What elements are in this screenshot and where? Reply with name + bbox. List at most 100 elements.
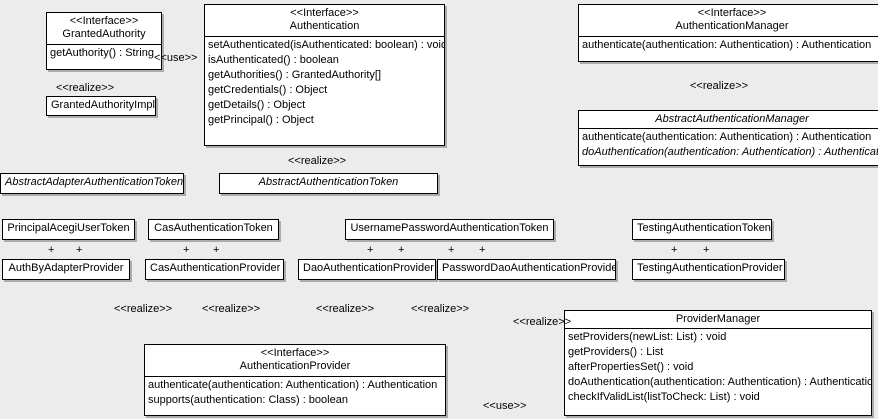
class-authentication-manager[interactable]: <<Interface>> AuthenticationManager auth… (578, 4, 878, 62)
class-password-dao-authentication-provider[interactable]: PasswordDaoAuthenticationProvider (437, 259, 616, 280)
class-header: PrincipalAcegiUserToken (3, 220, 134, 237)
edge-label-realize-password-dao-provider: <<realize>> (411, 303, 470, 315)
association-marker-plus: + (367, 244, 374, 256)
class-name: UsernamePasswordAuthenticationToken (350, 222, 549, 234)
association-marker-plus: + (48, 244, 55, 256)
stereotype-label: <<Interface>> (290, 7, 359, 19)
operation: checkIfValidList(listToCheck: List) : vo… (568, 391, 760, 403)
class-header: UsernamePasswordAuthenticationToken (346, 220, 553, 237)
class-name: TestingAuthenticationProvider (637, 262, 783, 274)
class-name: TestingAuthenticationToken (637, 222, 771, 234)
stereotype-label: <<Interface>> (69, 15, 139, 27)
class-testing-authentication-provider[interactable]: TestingAuthenticationProvider (632, 259, 785, 280)
class-header: <<Interface>> AuthenticationManager (579, 5, 878, 36)
operations-compartment: authenticate(authentication: Authenticat… (579, 36, 878, 55)
operation: authenticate(authentication: Authenticat… (148, 379, 438, 391)
class-abstract-authentication-manager[interactable]: AbstractAuthenticationManager authentica… (578, 110, 878, 166)
class-auth-by-adapter-provider[interactable]: AuthByAdapterProvider (2, 259, 130, 280)
class-principal-acegi-user-token[interactable]: PrincipalAcegiUserToken (2, 219, 135, 240)
association-marker-plus: + (703, 244, 710, 256)
operation: getCredentials() : Object (208, 84, 328, 96)
class-name: PrincipalAcegiUserToken (7, 222, 130, 234)
operation: afterPropertiesSet() : void (568, 361, 694, 373)
association-marker-plus: + (76, 244, 83, 256)
class-authentication-provider[interactable]: <<Interface>> AuthenticationProvider aut… (144, 344, 446, 416)
class-header: AbstractAuthenticationToken (220, 174, 437, 191)
class-name: GrantedAuthorityImpl (51, 99, 155, 111)
class-header: GrantedAuthorityImpl (47, 97, 155, 114)
class-name: PasswordDaoAuthenticationProvider (442, 262, 616, 274)
class-header: DaoAuthenticationProvider (299, 260, 435, 277)
edge-label-realize-cas-provider: <<realize>> (202, 303, 261, 315)
operation: authenticate(authentication: Authenticat… (582, 39, 872, 51)
operation: supports(authentication: Class) : boolea… (148, 394, 348, 406)
class-header: <<Interface>> Authentication (205, 5, 444, 36)
class-header: TestingAuthenticationToken (633, 220, 771, 237)
association-marker-plus: + (671, 244, 678, 256)
operations-compartment: authenticate(authentication: Authenticat… (579, 128, 878, 162)
class-name: AuthenticationManager (675, 20, 789, 32)
class-header: AbstractAuthenticationManager (579, 111, 878, 128)
class-header: <<Interface>> AuthenticationProvider (145, 345, 445, 376)
class-authentication[interactable]: <<Interface>> Authentication setAuthenti… (204, 4, 445, 146)
edge-label-realize-abstract-authentication-manager: <<realize>> (690, 80, 749, 92)
class-name: AbstractAdapterAuthenticationToken (5, 176, 184, 188)
association-marker-plus: + (213, 244, 220, 256)
edge-label-realize-testing-provider: <<realize>> (513, 316, 572, 328)
class-name: AbstractAuthenticationManager (655, 113, 809, 125)
class-name: DaoAuthenticationProvider (303, 262, 434, 274)
class-header: TestingAuthenticationProvider (633, 260, 784, 277)
association-marker-plus: + (398, 244, 405, 256)
operations-compartment: authenticate(authentication: Authenticat… (145, 376, 445, 410)
class-header: ProviderManager (565, 311, 871, 328)
class-header: AuthByAdapterProvider (3, 260, 129, 277)
class-name: Authentication (289, 20, 360, 32)
class-name: AuthByAdapterProvider (8, 262, 124, 274)
operation: getDetails() : Object (208, 99, 306, 111)
edge-label-realize-dao-provider: <<realize>> (316, 303, 375, 315)
class-provider-manager[interactable]: ProviderManager setProviders(newList: Li… (564, 310, 872, 416)
class-header: CasAuthenticationToken (149, 220, 278, 237)
edge-label-realize-granted-authority-impl: <<realize>> (56, 82, 115, 94)
class-abstract-adapter-authentication-token[interactable]: AbstractAdapterAuthenticationToken (0, 173, 184, 194)
class-abstract-authentication-token[interactable]: AbstractAuthenticationToken (219, 173, 438, 194)
edge-label-realize-abstract-authentication-token: <<realize>> (288, 155, 347, 167)
association-marker-plus: + (183, 244, 190, 256)
operations-compartment: getAuthority() : String (47, 44, 161, 63)
class-name: GrantedAuthority (62, 28, 146, 40)
class-name: AbstractAuthenticationToken (258, 176, 399, 188)
class-header: CasAuthenticationProvider (146, 260, 283, 277)
operation: setAuthenticated(isAuthenticated: boolea… (208, 39, 445, 51)
class-cas-authentication-token[interactable]: CasAuthenticationToken (148, 219, 279, 240)
operation: setProviders(newList: List) : void (568, 331, 727, 343)
edge-label-use-provider-manager: <<use>> (483, 400, 527, 412)
class-granted-authority-impl[interactable]: GrantedAuthorityImpl (46, 96, 156, 116)
operation: authenticate(authentication: Authenticat… (582, 131, 872, 143)
class-name: CasAuthenticationProvider (150, 262, 281, 274)
operations-compartment: setAuthenticated(isAuthenticated: boolea… (205, 36, 444, 130)
operation: getAuthorities() : GrantedAuthority[] (208, 69, 382, 81)
class-cas-authentication-provider[interactable]: CasAuthenticationProvider (145, 259, 284, 280)
class-name: AuthenticationProvider (239, 360, 351, 372)
class-header: AbstractAdapterAuthenticationToken (1, 174, 183, 191)
class-dao-authentication-provider[interactable]: DaoAuthenticationProvider (298, 259, 436, 280)
class-header: PasswordDaoAuthenticationProvider (438, 260, 615, 277)
operation: getProviders() : List (568, 346, 664, 358)
class-name: ProviderManager (675, 313, 761, 325)
edge-label-realize-auth-by-adapter: <<realize>> (114, 303, 173, 315)
operation: doAuthentication(authentication: Authent… (582, 146, 878, 158)
class-username-password-authentication-token[interactable]: UsernamePasswordAuthenticationToken (345, 219, 554, 240)
operations-compartment: setProviders(newList: List) : void getPr… (565, 328, 871, 407)
operation: isAuthenticated() : boolean (208, 54, 339, 66)
association-marker-plus: + (479, 244, 486, 256)
operation: getAuthority() : String (50, 47, 154, 59)
class-name: CasAuthenticationToken (154, 222, 273, 234)
operation: doAuthentication(authentication: Authent… (568, 376, 872, 388)
class-testing-authentication-token[interactable]: TestingAuthenticationToken (632, 219, 772, 240)
operation: getPrincipal() : Object (208, 114, 314, 126)
stereotype-label: <<Interface>> (260, 347, 330, 359)
association-marker-plus: + (448, 244, 455, 256)
class-header: <<Interface>> GrantedAuthority (47, 13, 161, 44)
class-granted-authority[interactable]: <<Interface>> GrantedAuthority getAuthor… (46, 12, 162, 70)
